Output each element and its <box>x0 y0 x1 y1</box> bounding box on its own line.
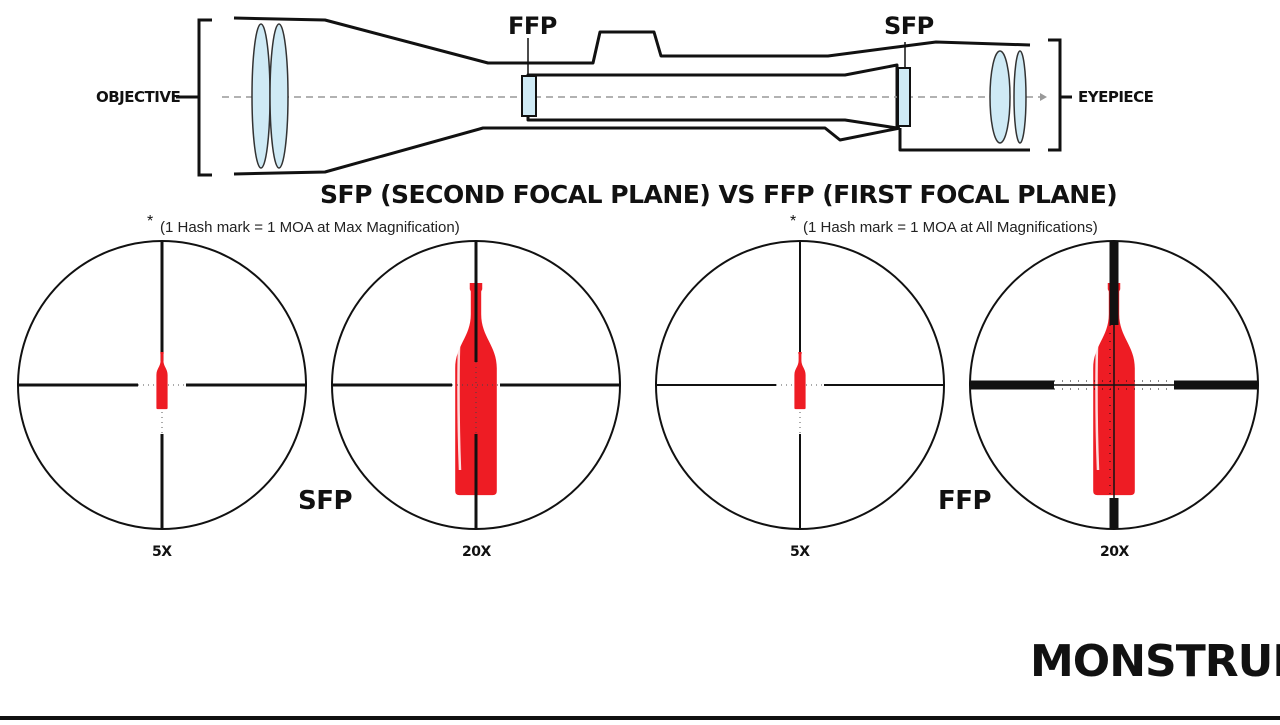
scope-body-bottom <box>233 126 901 176</box>
reticle-sfp-20x <box>331 240 621 530</box>
objective-lens <box>269 23 289 169</box>
eyepiece-lens <box>1013 50 1027 144</box>
scope-diagram <box>233 16 1031 176</box>
sfp-panel-label: SFP <box>298 486 353 516</box>
reticle-sfp-5x <box>17 240 307 530</box>
optical-axis-arrow-icon <box>1040 93 1047 101</box>
sfp-low-mag-label: 5X <box>152 544 172 560</box>
ffp-note-marker: * <box>790 213 797 230</box>
bottom-border <box>0 716 1280 720</box>
eyepiece-lens <box>989 50 1011 144</box>
ffp-reticle-glass <box>521 75 537 117</box>
page-title: SFP (SECOND FOCAL PLANE) VS FFP (FIRST F… <box>320 180 1118 209</box>
bracket-objective <box>176 18 212 177</box>
sfp-hash-note: (1 Hash mark = 1 MOA at Max Magnificatio… <box>160 219 460 236</box>
objective-label: OBJECTIVE <box>96 88 181 106</box>
bracket-eyepiece <box>1048 38 1072 152</box>
brand-name: MONSTRUM <box>1030 636 1280 687</box>
ffp-hash-note: (1 Hash mark = 1 MOA at All Magnificatio… <box>803 219 1098 236</box>
eyepiece-lenses <box>989 50 1027 144</box>
sfp-high-mag-label: 20X <box>462 544 491 560</box>
scope-eyepiece-housing <box>898 128 1030 152</box>
ffp-panel-label: FFP <box>938 486 992 516</box>
objective-lens <box>251 23 271 169</box>
ffp-high-mag-label: 20X <box>1100 544 1129 560</box>
ffp-low-mag-label: 5X <box>790 544 810 560</box>
sfp-note-marker: * <box>147 213 154 230</box>
eyepiece-label: EYEPIECE <box>1078 88 1154 106</box>
reticle-ffp-5x <box>655 240 945 530</box>
sfp-scope-label: SFP <box>884 12 934 40</box>
brand-logo: MONSTRUM® <box>1030 636 1280 687</box>
scope-body-top <box>233 16 1031 65</box>
sfp-reticle-glass <box>897 67 911 127</box>
reticle-ffp-20x <box>969 240 1259 530</box>
objective-lenses <box>251 23 289 169</box>
ffp-scope-label: FFP <box>508 12 557 40</box>
erector-tube <box>526 63 899 130</box>
